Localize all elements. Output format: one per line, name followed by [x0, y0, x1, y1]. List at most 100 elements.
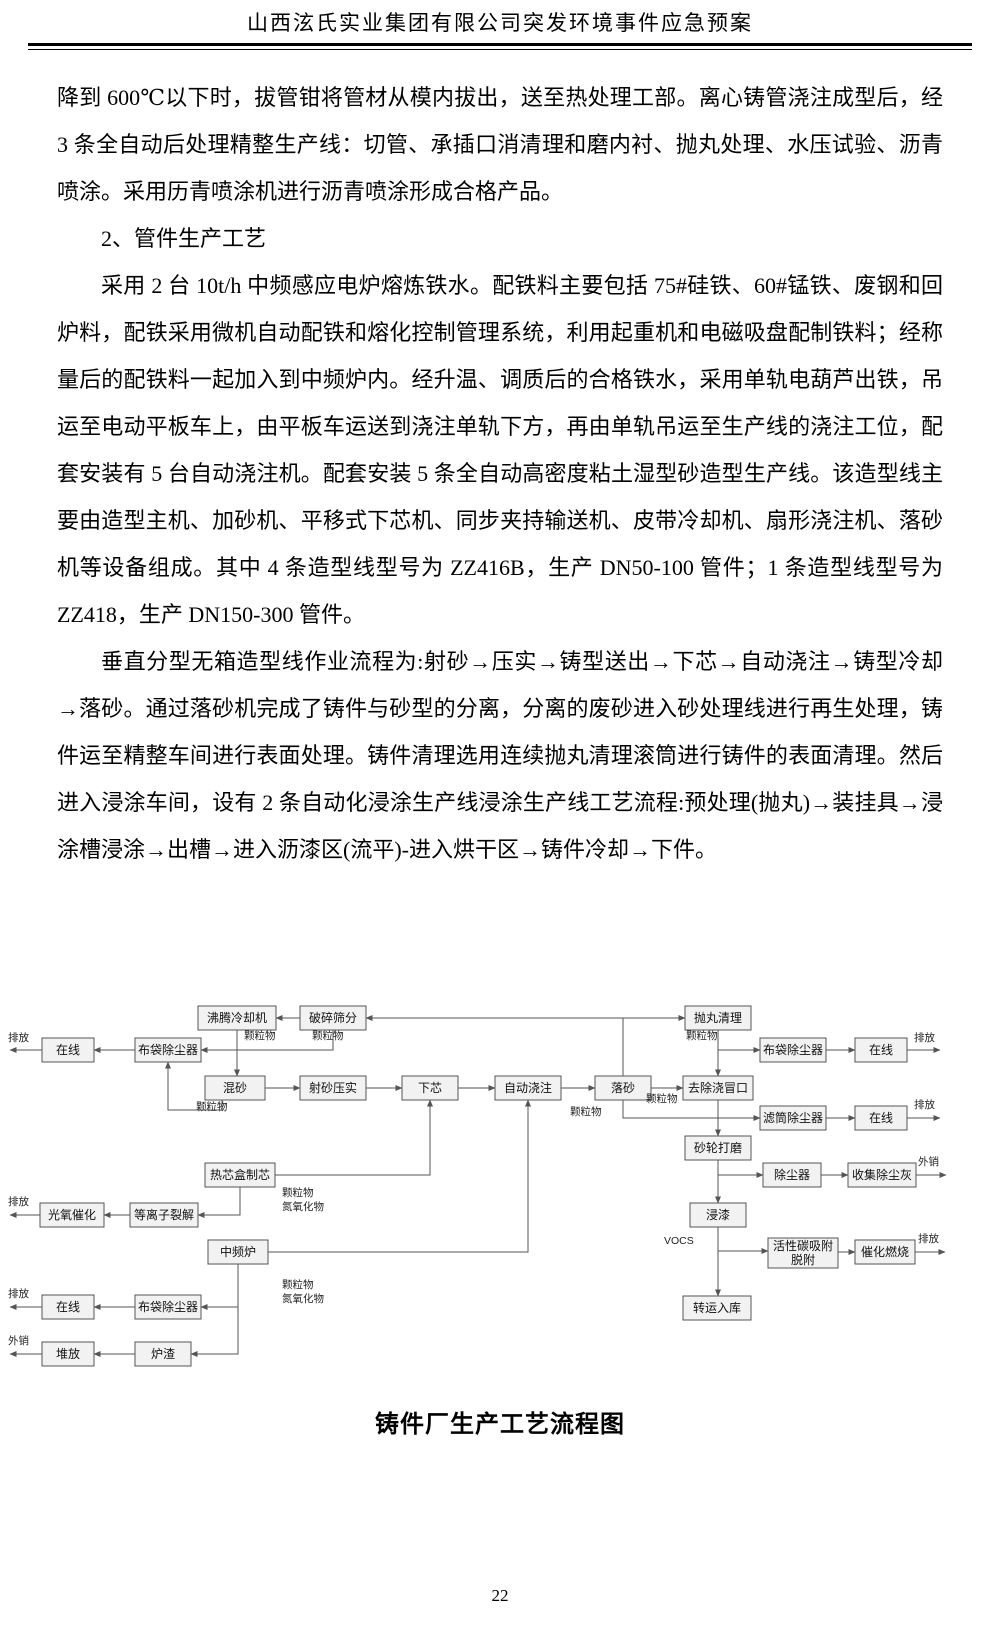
- svg-text:炉渣: 炉渣: [151, 1347, 175, 1361]
- flow-annotation: 排放: [914, 1031, 935, 1044]
- page-header: 山西泫氏实业集团有限公司突发环境事件应急预案: [0, 0, 1000, 50]
- flow-node-budai-chuchenqi-1: 布袋除尘器: [134, 1037, 202, 1063]
- flow-edge: [237, 1030, 334, 1051]
- flow-annotation: 颗粒物: [686, 1029, 718, 1042]
- svg-text:催化燃烧: 催化燃烧: [861, 1244, 909, 1259]
- flow-annotation: 颗粒物: [282, 1278, 314, 1291]
- svg-text:在线: 在线: [56, 1043, 80, 1057]
- flow-edge: [365, 1015, 624, 1076]
- flow-node-shesha-yashi: 射砂压实: [299, 1075, 367, 1101]
- flow-node-feiteng-lengqueji: 沸腾冷却机: [197, 1005, 277, 1031]
- flow-edge: [622, 1100, 761, 1121]
- header-rule: [28, 43, 972, 50]
- svg-text:滤筒除尘器: 滤筒除尘器: [763, 1110, 823, 1125]
- header-title: 山西泫氏实业集团有限公司突发环境事件应急预案: [247, 11, 753, 35]
- svg-text:布袋除尘器: 布袋除尘器: [138, 1042, 198, 1057]
- flow-edge: [268, 1099, 531, 1253]
- flow-node-zhuanyun-ruku: 转运入库: [682, 1295, 752, 1321]
- flow-node-xiaxin: 下芯: [401, 1075, 459, 1101]
- flow-annotation: 颗粒物: [244, 1029, 276, 1042]
- flow-node-chuchenqi: 除尘器: [762, 1162, 822, 1188]
- svg-text:破碎筛分: 破碎筛分: [309, 1010, 357, 1025]
- svg-text:抛丸清理: 抛丸清理: [694, 1010, 742, 1025]
- flow-edge: [275, 1099, 433, 1176]
- flow-node-guangyang-cuihua: 光氧催化: [39, 1202, 105, 1228]
- flow-node-denglizi-liejie: 等离子裂解: [129, 1202, 199, 1228]
- svg-text:转运入库: 转运入库: [693, 1300, 741, 1315]
- svg-text:浸漆: 浸漆: [706, 1208, 730, 1222]
- svg-text:堆放: 堆放: [56, 1346, 80, 1361]
- flow-edge: [197, 1187, 241, 1218]
- svg-text:自动浇注: 自动浇注: [504, 1080, 552, 1095]
- flow-annotation: 排放: [918, 1232, 939, 1245]
- paragraph-molding-line-flow: 垂直分型无箱造型线作业流程为:射砂→压实→铸型送出→下芯→自动浇注→铸型冷却→落…: [57, 649, 943, 862]
- flow-edge: [190, 1307, 239, 1357]
- svg-text:沸腾冷却机: 沸腾冷却机: [207, 1010, 267, 1025]
- flow-annotation: 颗粒物: [312, 1029, 344, 1042]
- flow-annotation: 排放: [8, 1287, 29, 1300]
- flow-annotation: 颗粒物: [570, 1105, 602, 1118]
- flow-node-hunsha: 混砂: [204, 1075, 266, 1101]
- flow-edge: [165, 1061, 223, 1111]
- svg-text:光氧催化: 光氧催化: [48, 1208, 96, 1222]
- flow-node-jinqi: 浸漆: [689, 1202, 747, 1228]
- page-footer: 22: [0, 1586, 1000, 1606]
- svg-text:在线: 在线: [869, 1043, 893, 1057]
- flow-node-luosha: 落砂: [594, 1075, 652, 1101]
- svg-text:除尘器: 除尘器: [774, 1167, 810, 1182]
- flow-annotation: 颗粒物: [196, 1100, 228, 1113]
- svg-text:在线: 在线: [56, 1300, 80, 1314]
- flow-node-paowan-qingli: 抛丸清理: [684, 1005, 752, 1031]
- flow-node-posui-shaifen: 破碎筛分: [299, 1005, 367, 1031]
- flowchart-svg: 沸腾冷却机破碎筛分抛丸清理在线布袋除尘器布袋除尘器在线混砂射砂压实下芯自动浇注落…: [8, 1005, 947, 1367]
- flow-annotation: 外销: [918, 1155, 939, 1168]
- flow-annotation: 外销: [8, 1334, 29, 1347]
- flow-annotation: 氮氧化物: [282, 1292, 324, 1305]
- flow-annotation: 排放: [914, 1098, 935, 1111]
- flow-node-zidong-jiaozhu: 自动浇注: [494, 1075, 562, 1101]
- flow-annotation: VOCS: [664, 1235, 694, 1247]
- svg-text:中频炉: 中频炉: [220, 1244, 256, 1259]
- flow-node-huoxingtan-xifu-tuofu: 活性碳吸附脱附: [767, 1237, 839, 1269]
- svg-text:混砂: 混砂: [223, 1081, 247, 1095]
- flow-node-quchu-jiaomaokou: 去除浇冒口: [682, 1075, 754, 1101]
- paragraph-pipe-fitting-process: 采用 2 台 10t/h 中频感应电炉熔炼铁水。配铁料主要包括 75#硅铁、60…: [57, 273, 943, 627]
- flow-annotation: 氮氧化物: [282, 1200, 324, 1213]
- svg-text:射砂压实: 射砂压实: [309, 1080, 357, 1095]
- svg-text:去除浇冒口: 去除浇冒口: [688, 1080, 748, 1095]
- svg-text:在线: 在线: [869, 1111, 893, 1125]
- svg-text:活性碳吸附脱附: 活性碳吸附脱附: [773, 1239, 833, 1267]
- svg-text:布袋除尘器: 布袋除尘器: [763, 1042, 823, 1057]
- flow-node-rexinhe-zhixin: 热芯盒制芯: [204, 1162, 276, 1188]
- flow-node-budai-chuchenqi-r: 布袋除尘器: [759, 1037, 827, 1063]
- flow-node-zaixian-2: 在线: [41, 1294, 95, 1320]
- svg-text:等离子裂解: 等离子裂解: [134, 1207, 194, 1222]
- body-text: 降到 600℃以下时，拔管钳将管材从模内拔出，送至热处理工部。离心铸管浇注成型后…: [57, 74, 943, 873]
- svg-text:落砂: 落砂: [611, 1081, 635, 1095]
- flow-annotation: 颗粒物: [282, 1186, 314, 1199]
- svg-text:布袋除尘器: 布袋除尘器: [138, 1299, 198, 1314]
- page-number: 22: [491, 1586, 509, 1605]
- flow-node-lvtong-chuchenqi: 滤筒除尘器: [759, 1105, 827, 1131]
- flow-diagram: 沸腾冷却机破碎筛分抛丸清理在线布袋除尘器布袋除尘器在线混砂射砂压实下芯自动浇注落…: [0, 998, 1000, 1393]
- flow-node-duifang: 堆放: [41, 1341, 95, 1367]
- flow-annotation: 排放: [8, 1031, 29, 1044]
- flow-node-zhongpinlu: 中频炉: [207, 1239, 269, 1265]
- flow-edge: [200, 1264, 239, 1310]
- diagram-caption: 铸件厂生产工艺流程图: [375, 1412, 625, 1438]
- flow-node-shouji-chuchenhui: 收集除尘灰: [847, 1162, 917, 1188]
- flow-node-zaixian-1: 在线: [41, 1037, 95, 1063]
- flow-annotation: 颗粒物: [646, 1092, 678, 1105]
- flow-node-budai-chuchenqi-2: 布袋除尘器: [134, 1294, 202, 1320]
- svg-text:砂轮打磨: 砂轮打磨: [694, 1141, 742, 1155]
- svg-text:下芯: 下芯: [418, 1081, 442, 1095]
- flow-node-shalun-damo: 砂轮打磨: [684, 1135, 752, 1161]
- flow-node-zaixian-r1: 在线: [854, 1037, 908, 1063]
- svg-text:收集除尘灰: 收集除尘灰: [852, 1167, 912, 1182]
- flow-node-luzha: 炉渣: [134, 1341, 192, 1367]
- flow-annotation: 排放: [8, 1195, 29, 1208]
- paragraph-continuation: 降到 600℃以下时，拔管钳将管材从模内拔出，送至热处理工部。离心铸管浇注成型后…: [57, 85, 943, 204]
- section-heading: 2、管件生产工艺: [101, 226, 267, 251]
- svg-text:热芯盒制芯: 热芯盒制芯: [210, 1167, 270, 1182]
